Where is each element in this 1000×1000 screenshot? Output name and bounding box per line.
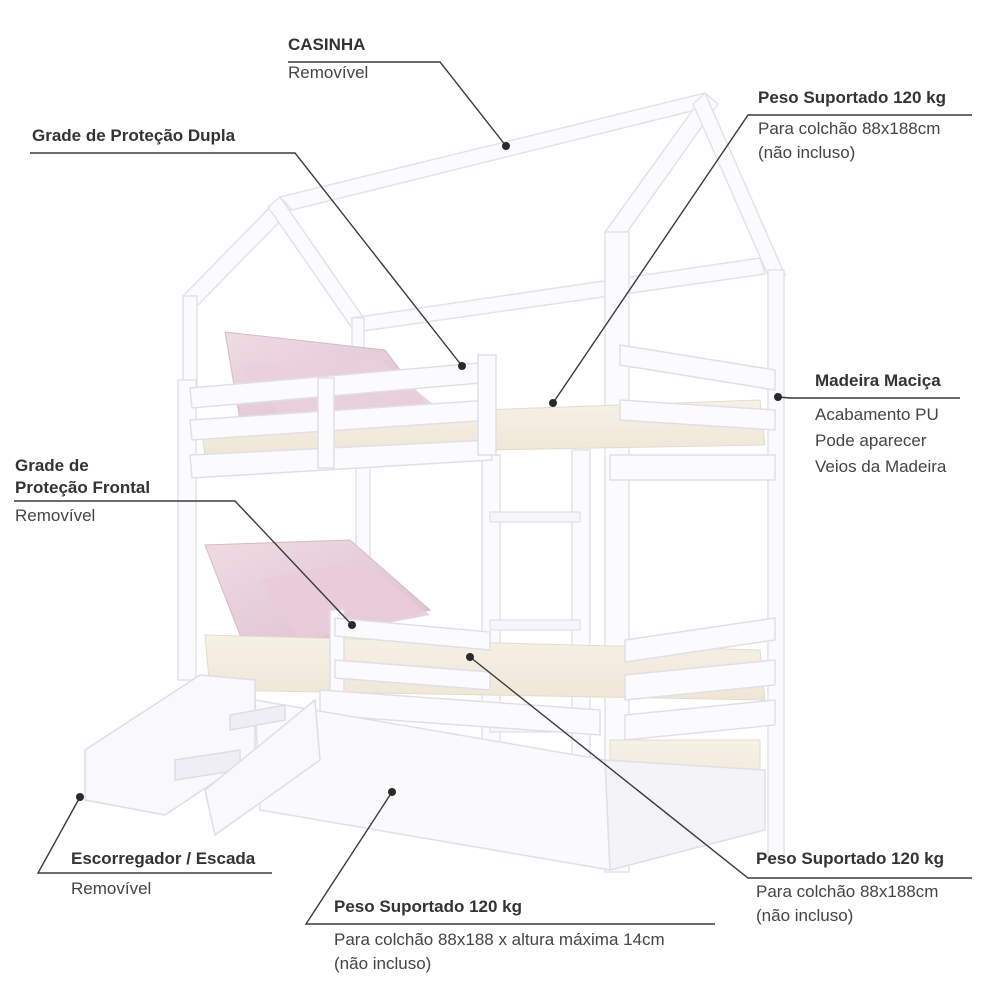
callout-text: Para colchão 88x188cm xyxy=(756,882,939,901)
callout-title: Grade de Proteção Dupla xyxy=(32,126,236,145)
post-front-right xyxy=(767,269,785,861)
callout-title: Proteção Frontal xyxy=(15,478,151,497)
callout-text: (não incluso) xyxy=(756,906,854,925)
upper-bunk xyxy=(189,331,776,481)
callout-text: Veios da Madeira xyxy=(815,457,947,476)
callout-text: Pode aparecer xyxy=(815,431,927,450)
callout-escorregador: Escorregador / Escada Removível xyxy=(71,848,255,902)
ladder-rungs xyxy=(489,511,581,733)
callout-title: Peso Suportado 120 kg xyxy=(756,849,944,868)
callout-casinha: CASINHA Removível xyxy=(288,34,368,86)
callout-madeira: Madeira Maciça Acabamento PU Pode aparec… xyxy=(815,370,946,480)
callout-text: Para colchão 88x188cm xyxy=(758,119,941,138)
callout-text: Removível xyxy=(15,506,96,525)
callout-title: Grade de xyxy=(15,456,89,475)
slide-stairs xyxy=(84,674,321,837)
callout-text: Removível xyxy=(71,879,152,898)
callout-lines xyxy=(14,61,972,925)
callout-text: Removível xyxy=(288,63,369,82)
callout-text: Acabamento PU xyxy=(815,405,939,424)
callout-text: Para colchão 88x188 x altura máxima 14cm xyxy=(334,930,665,949)
lower-bunk xyxy=(204,539,776,741)
callout-title: Escorregador / Escada xyxy=(71,849,256,868)
callout-text: (não incluso) xyxy=(758,143,856,162)
callout-grade-dupla: Grade de Proteção Dupla xyxy=(32,125,235,147)
callout-peso-top: Peso Suportado 120 kg Para colchão 88x18… xyxy=(758,87,946,165)
callout-title: CASINHA xyxy=(288,35,366,54)
callout-title: Peso Suportado 120 kg xyxy=(758,88,946,107)
callout-title: Peso Suportado 120 kg xyxy=(334,897,522,916)
callout-text: (não incluso) xyxy=(334,954,432,973)
callout-grade-frontal: Grade de Proteção Frontal Removível xyxy=(15,455,150,529)
callout-title: Madeira Maciça xyxy=(815,371,941,390)
callout-dots xyxy=(76,142,782,801)
trundle-drawer xyxy=(254,699,766,871)
callout-peso-trundle: Peso Suportado 120 kg Para colchão 88x18… xyxy=(334,896,665,976)
callout-peso-bottom-right: Peso Suportado 120 kg Para colchão 88x18… xyxy=(756,848,944,928)
